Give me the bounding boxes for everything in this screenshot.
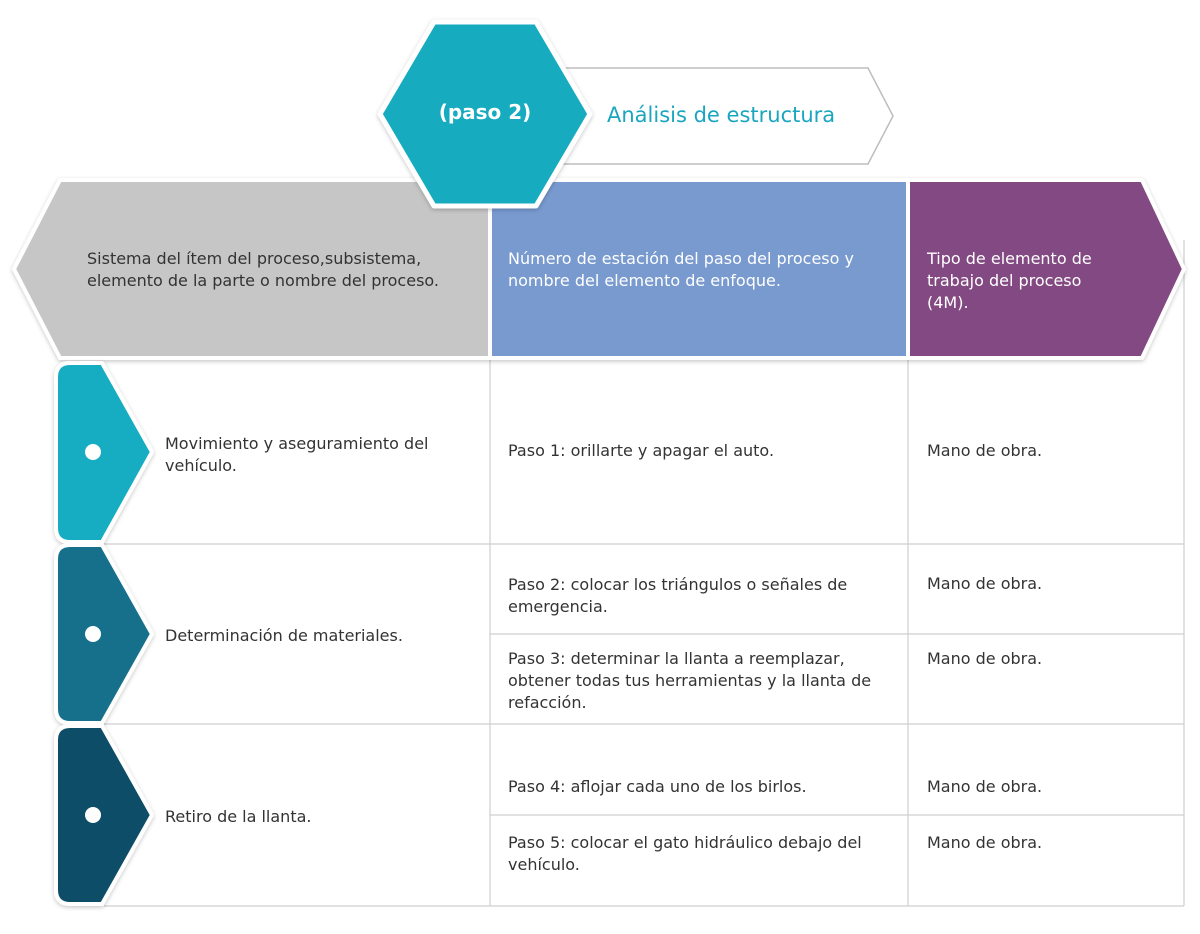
element-type: Mano de obra.	[927, 574, 1043, 593]
element-type: Mano de obra.	[927, 777, 1043, 796]
table-grid	[104, 240, 1185, 907]
group-chevron	[54, 724, 154, 906]
bullet-icon	[85, 807, 101, 823]
group-chevron	[54, 543, 154, 725]
element-type: Mano de obra.	[927, 649, 1043, 668]
process-step: Paso 3: determinar la llanta a reemplaza…	[508, 649, 872, 712]
group-label: Retiro de la llanta.	[165, 807, 312, 826]
group-label: Determinación de materiales.	[165, 626, 403, 645]
process-step: Paso 2: colocar los triángulos o señales…	[508, 575, 848, 616]
group-chevrons	[54, 361, 154, 906]
step-title: Análisis de estructura	[607, 103, 836, 127]
header-shape-type	[906, 178, 1186, 360]
process-step: Paso 5: colocar el gato hidráulico debaj…	[508, 833, 862, 874]
bullet-icon	[85, 626, 101, 642]
header-station-label: Número de estación del paso del proceso …	[508, 249, 854, 290]
element-type: Mano de obra.	[927, 441, 1043, 460]
process-step: Paso 4: aflojar cada uno de los birlos.	[508, 777, 807, 796]
header-shape-station	[488, 178, 910, 360]
step-hexagon	[377, 19, 593, 209]
step-label: (paso 2)	[438, 100, 532, 124]
bullet-icon	[85, 444, 101, 460]
element-type: Mano de obra.	[927, 833, 1043, 852]
header-item-label: Sistema del ítem del proceso,subsistema,…	[87, 249, 439, 290]
header-type-label: Tipo de elemento de trabajo del proceso …	[927, 249, 1092, 312]
group-label: Movimiento y aseguramiento del vehículo.	[165, 434, 429, 475]
process-step: Paso 1: orillarte y apagar el auto.	[508, 441, 775, 460]
group-chevron	[54, 361, 154, 544]
